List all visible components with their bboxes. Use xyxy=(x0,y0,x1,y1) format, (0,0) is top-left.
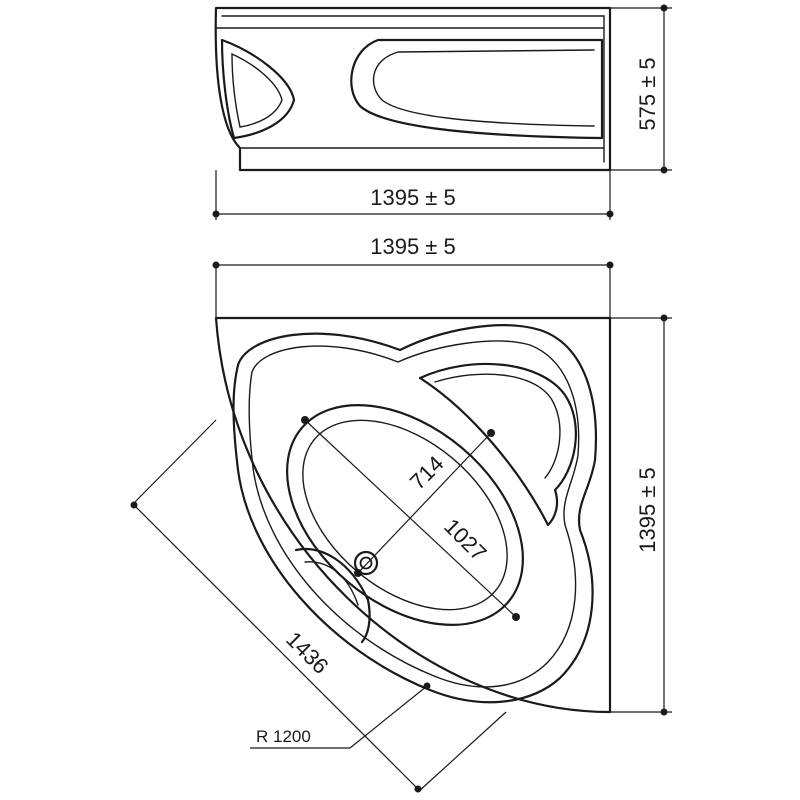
tub-seat xyxy=(294,548,371,644)
side-height-dimension: 575 ± 5 xyxy=(610,4,672,174)
radius-label: R 1200 xyxy=(256,727,311,746)
radius-leader: R 1200 xyxy=(250,682,431,749)
tub-basin xyxy=(286,404,524,626)
side-panel-left xyxy=(220,38,296,140)
diagonal-label: 1436 xyxy=(281,627,333,679)
side-width-dimension: 1395 ± 5 xyxy=(212,170,614,220)
inner-short-label: 714 xyxy=(405,451,449,495)
top-height-label: 1395 ± 5 xyxy=(635,467,660,552)
tub-wing-lobe xyxy=(418,362,577,527)
side-width-label: 1395 ± 5 xyxy=(370,185,455,210)
tub-rim-contour xyxy=(232,324,597,704)
side-height-label: 575 ± 5 xyxy=(635,57,660,130)
side-panel-right xyxy=(350,38,604,140)
side-view-outline xyxy=(214,6,612,172)
top-view: 1395 ± 5 1395 ± 5 xyxy=(130,234,672,793)
tub-outer-shell xyxy=(214,316,612,714)
inner-long-label: 1027 xyxy=(439,514,491,566)
drain-icon xyxy=(353,550,379,576)
side-view: 1395 ± 5 575 ± 5 xyxy=(212,4,672,220)
top-width-label: 1395 ± 5 xyxy=(370,234,455,259)
top-height-dimension: 1395 ± 5 xyxy=(610,314,672,716)
top-width-dimension: 1395 ± 5 xyxy=(212,234,614,318)
